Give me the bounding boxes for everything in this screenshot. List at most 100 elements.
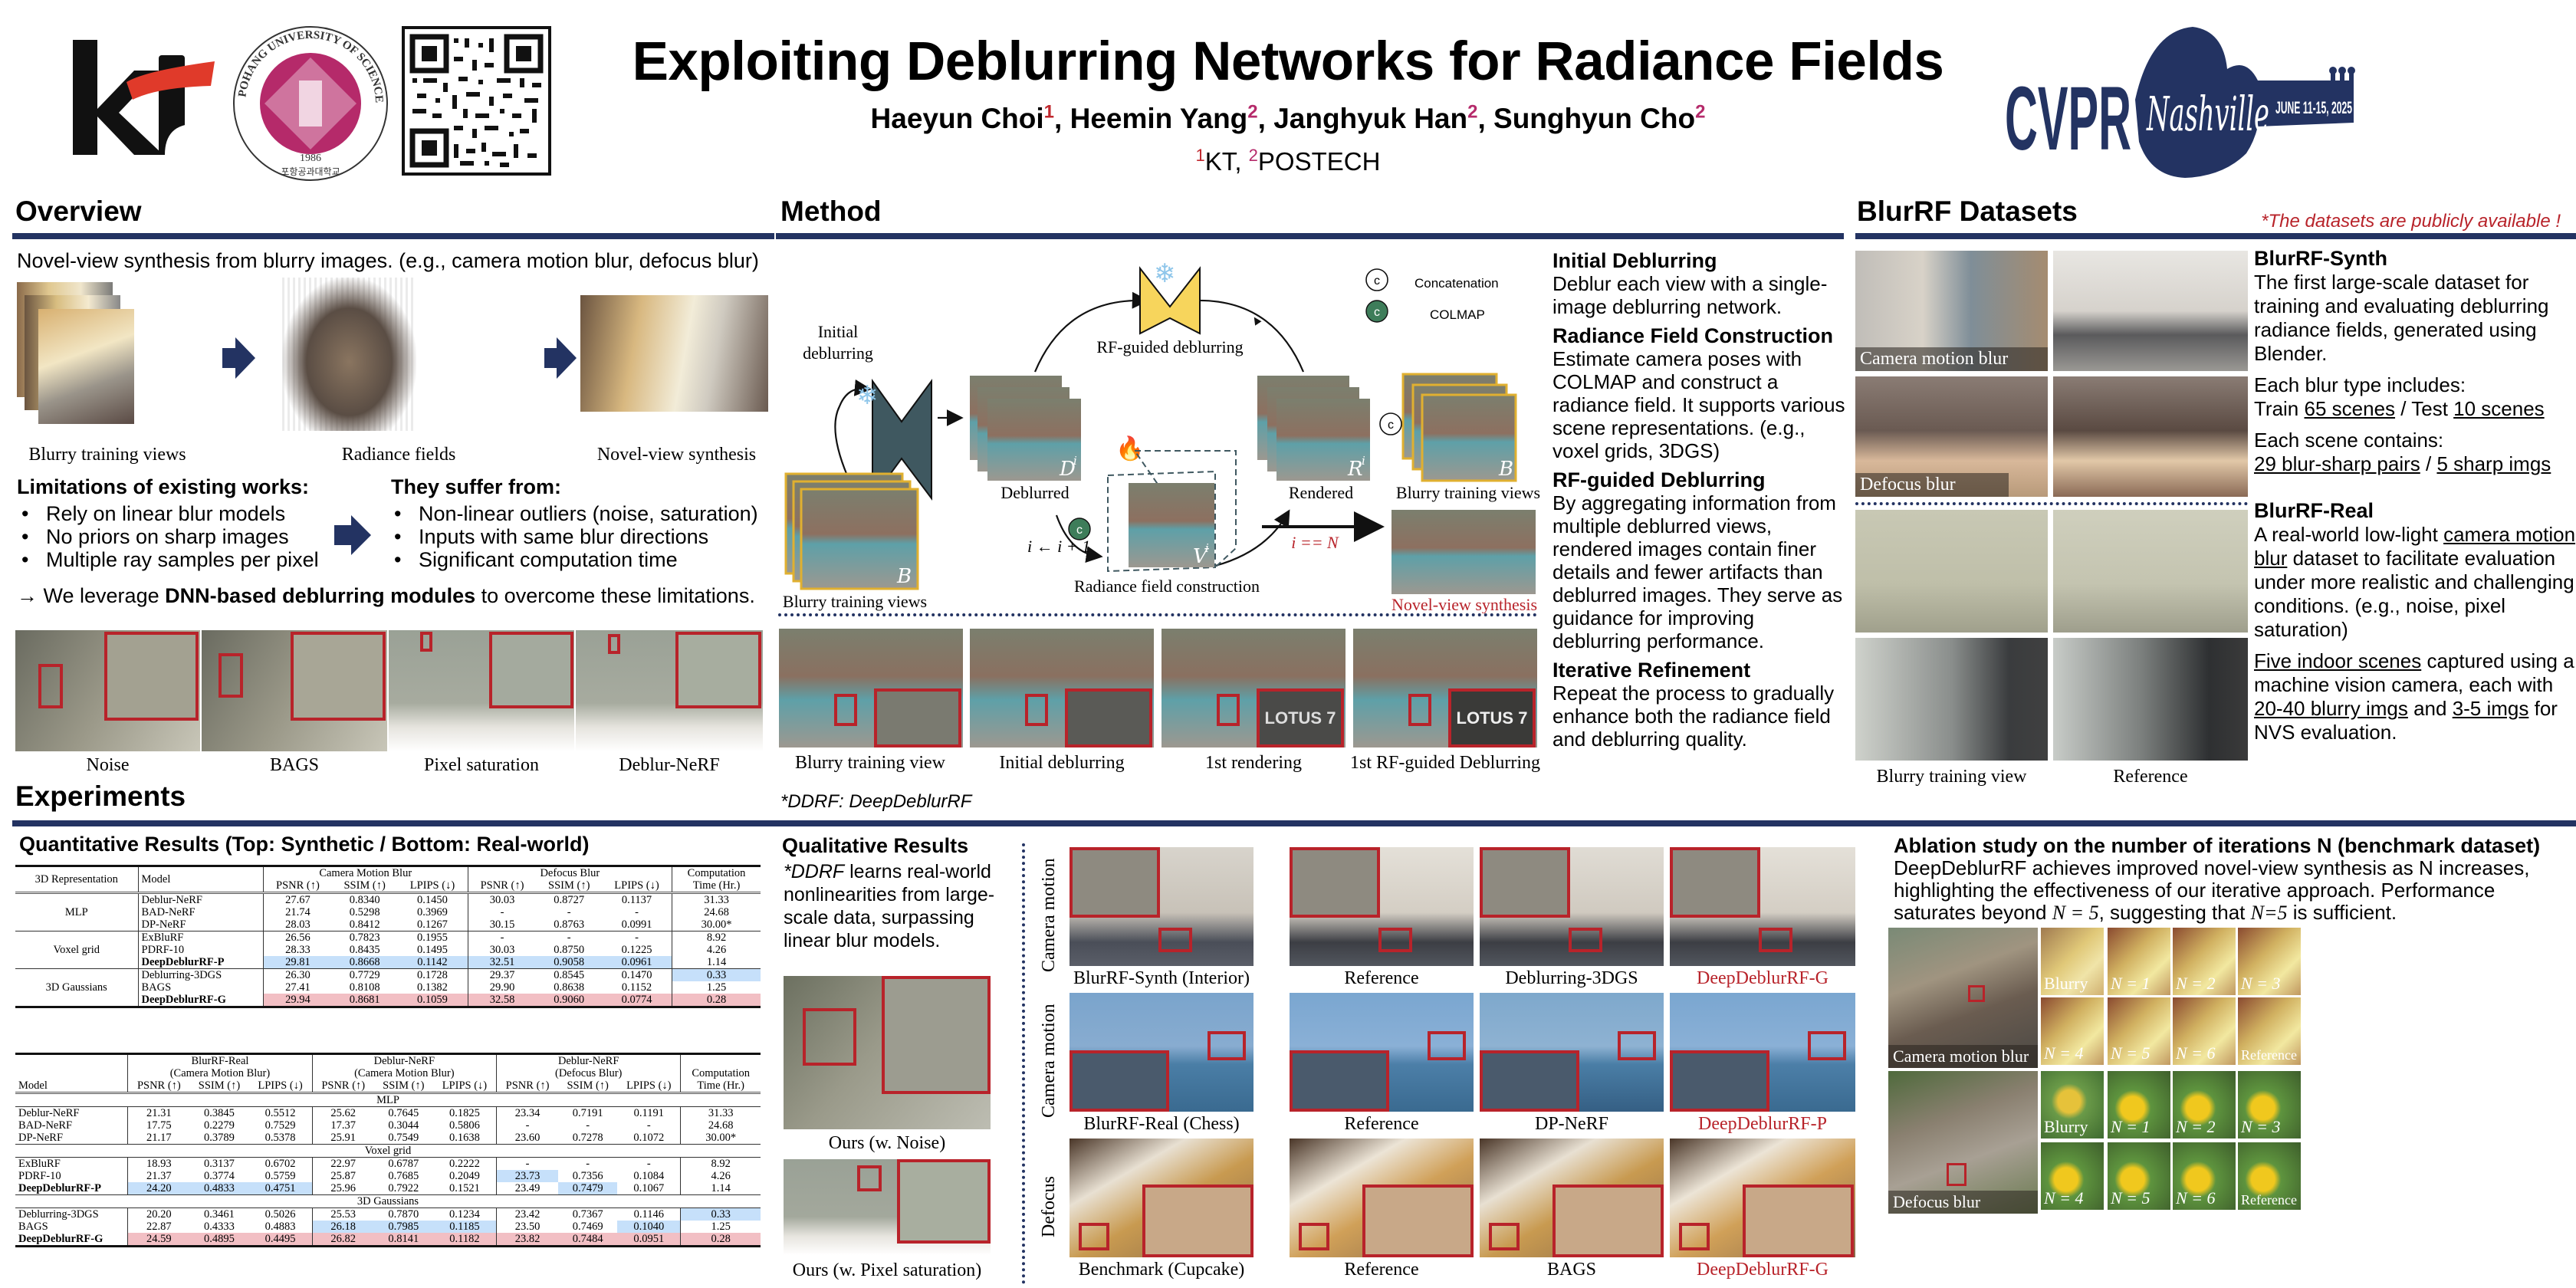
ablation-cell: Reference [2238, 1142, 2301, 1210]
qual-image [1070, 847, 1254, 966]
cell-value: 24.68 [708, 1119, 734, 1132]
qual-note: *DDRF learns real-world nonlinearities f… [784, 861, 995, 951]
caption-dataset-reference: Reference [2113, 767, 2188, 787]
cell-value: 0.7469 [572, 1221, 603, 1233]
qr-code[interactable] [402, 26, 551, 176]
cell-value: 28.33 [285, 944, 310, 956]
cell-value: 0.3044 [388, 1119, 419, 1132]
desc-title: Initial Deblurring [1552, 249, 1717, 272]
th-g1: BlurRF-Real [127, 1053, 313, 1067]
ablation-title: Ablation study on the number of iteratio… [1894, 834, 2541, 857]
qual-caption: DeepDeblurRF-G [1697, 968, 1829, 988]
model-name: DP-NeRF [138, 918, 264, 932]
zoom-region-box [1569, 928, 1602, 952]
cell-value: 0.8681 [331, 994, 398, 1007]
limitation-item: • No priors on sharp images [21, 525, 289, 548]
zoom-inset [1480, 847, 1570, 918]
cell-value: 0.1185 [432, 1221, 497, 1233]
th-psnr: PSNR (↑) [480, 879, 524, 892]
suffer-item: • Inputs with same blur directions [394, 525, 709, 548]
model-name: BAD-NeRF [138, 906, 264, 918]
cell-value: 18.93 [146, 1158, 172, 1170]
cell-value: 0.5759 [248, 1170, 313, 1182]
row-label: Camera motion [1039, 858, 1059, 973]
cell-value: 1.14 [706, 956, 727, 968]
qual-caption: Reference [1344, 1260, 1419, 1280]
ablation-cell: N = 2 [2173, 1071, 2236, 1138]
cell-value: 30.00* [705, 1132, 737, 1144]
limitation-item: • Rely on linear blur models [21, 502, 286, 525]
ablation-cell: N = 5 [2108, 1142, 2170, 1210]
qual-caption: Benchmark (Cupcake) [1078, 1260, 1245, 1280]
model-name: Deblur-NeRF [15, 1106, 129, 1119]
ablation-cell-label: N = 5 [2111, 1043, 2150, 1063]
qual-image [1290, 847, 1474, 966]
synth-defocus-blurry: Defocus blur [1855, 376, 2048, 497]
cell-value: 0.7549 [388, 1132, 419, 1144]
cell-value: 0.1182 [432, 1233, 497, 1247]
th-ssim: SSIM (↑) [343, 879, 386, 892]
zoom-region-box [1079, 1223, 1109, 1250]
cell-value: 0.3969 [397, 906, 468, 918]
zoom-region-box [1158, 928, 1192, 952]
cell-value: - [525, 1158, 530, 1170]
cell-value: 0.1084 [617, 1170, 682, 1182]
cell-value: 0.7479 [558, 1182, 618, 1195]
cell-value: - [586, 1158, 590, 1170]
zoom-region-box [1378, 928, 1412, 952]
caption-ours-noise: Ours (w. Noise) [828, 1133, 946, 1153]
symbol-b: B [1498, 458, 1513, 481]
cell-value: 0.7356 [572, 1170, 603, 1182]
author[interactable]: Sunghyun Cho2 [1493, 102, 1706, 135]
real-rack-ref [2053, 510, 2248, 632]
author[interactable]: Heemin Yang2 [1070, 102, 1258, 135]
real-capture-text: Five indoor scenes captured using a mach… [2254, 649, 2574, 744]
cell-value: 24.20 [127, 1182, 190, 1195]
ablation-cell-label: N = 6 [2176, 1043, 2216, 1063]
ablation-cell-label: N = 4 [2044, 1043, 2084, 1063]
cell-value: 23.82 [496, 1233, 559, 1247]
row-label: Camera motion [1039, 1004, 1059, 1119]
symbol-sup: i [1205, 541, 1209, 555]
cell-value: 0.7645 [388, 1107, 419, 1119]
qual-image [1670, 847, 1855, 966]
th-comp: Computation [692, 1067, 751, 1079]
label-rf-construction: Radiance field construction [1074, 577, 1260, 596]
cell-value: 23.60 [514, 1132, 540, 1144]
datasets-dotted-divider [1855, 502, 2248, 505]
cell-value: 24.68 [704, 906, 729, 918]
qual-noise-image [784, 976, 991, 1129]
ablation-cell-label: Reference [2241, 1192, 2297, 1208]
cell-value: 0.8108 [349, 981, 380, 994]
group-label: Voxel grid [15, 931, 139, 969]
legend-colmap-label: COLMAP [1430, 307, 1485, 322]
cell-value: 0.8763 [554, 918, 585, 931]
cell-value: 0.8141 [373, 1233, 433, 1247]
real-lobby-blurry [1855, 638, 2048, 761]
model-name: DeepDeblurRF-P [138, 956, 264, 969]
real-lobby-ref [2053, 638, 2248, 761]
th-model: Model [15, 1079, 129, 1093]
cell-value: 0.0961 [601, 956, 673, 969]
cycle-arc-bottom-right [1214, 509, 1290, 567]
author[interactable]: Janghyuk Han2 [1273, 102, 1478, 135]
model-name: ExBluRF [15, 1157, 129, 1170]
concat-legend-icon: c [1374, 274, 1380, 288]
caption-step-rf-guided: 1st RF-guided Deblurring [1350, 753, 1540, 773]
example-bags [202, 630, 387, 751]
quant-table-synthetic: 3D Representation Model Camera Motion Bl… [15, 865, 761, 1008]
caption-step-blurry: Blurry training view [795, 753, 945, 773]
blurry-views-stack [17, 282, 134, 435]
cell-value: 21.17 [146, 1132, 172, 1144]
model-name: Deblurring-3DGS [138, 968, 264, 981]
arrow-right-icon [351, 515, 371, 555]
cell-value: - [500, 932, 504, 944]
cell-value: 26.30 [285, 969, 310, 981]
qual-image [1480, 1138, 1664, 1257]
zoom-region-box [1208, 1031, 1246, 1060]
author[interactable]: Haeyun Choi1 [870, 102, 1055, 135]
synth-text: The first large-scale dataset for traini… [2254, 271, 2549, 365]
